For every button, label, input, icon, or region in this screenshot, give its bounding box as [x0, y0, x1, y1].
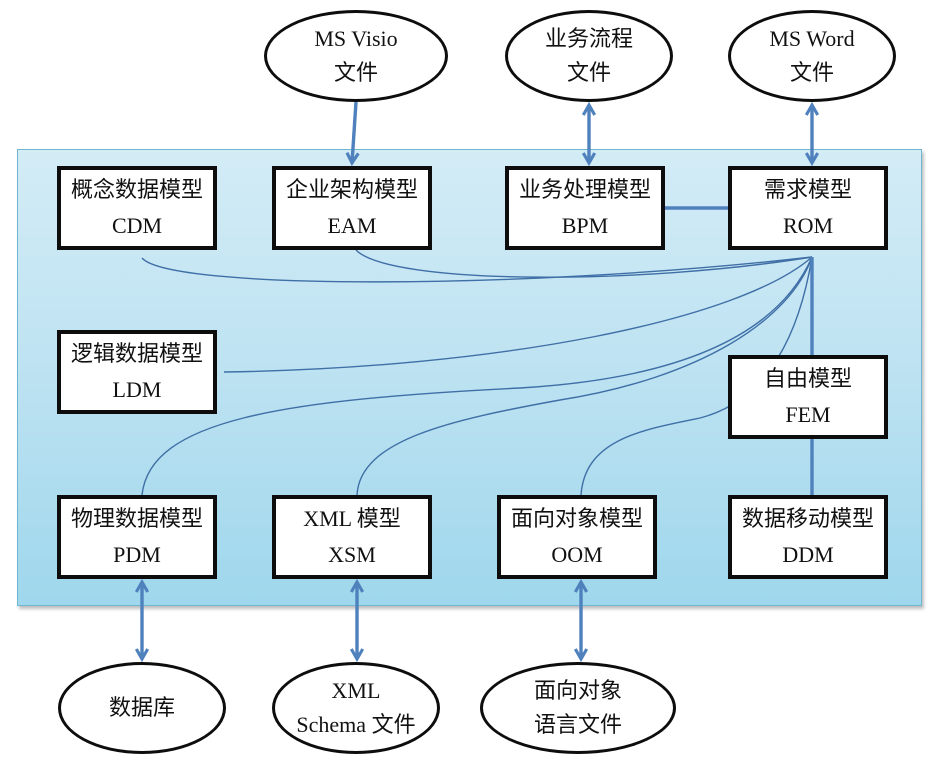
model-name: 逻辑数据模型	[70, 341, 203, 366]
file-label-line1: MS Word	[769, 26, 855, 51]
file-node-database[interactable]: 数据库	[58, 662, 226, 754]
file-label-line1: XML	[331, 678, 381, 703]
curve-connector-rom-oom	[580, 256, 813, 496]
model-box-bpm[interactable]: 业务处理模型 BPM	[505, 166, 665, 250]
model-abbr: OOM	[551, 542, 603, 567]
file-label-line2: 语言文件	[533, 712, 622, 737]
model-name: XML 模型	[303, 506, 401, 531]
file-label-line1: 数据库	[108, 695, 175, 720]
curve-connector-rom-pdm	[141, 256, 813, 496]
model-box-ldm[interactable]: 逻辑数据模型 LDM	[57, 330, 217, 414]
model-box-xsm[interactable]: XML 模型 XSM	[272, 495, 432, 579]
file-label-line1: 业务流程	[544, 26, 633, 51]
model-box-rom[interactable]: 需求模型 ROM	[728, 166, 888, 250]
file-label-line2: 文件	[566, 60, 611, 85]
file-node-xml-schema[interactable]: XML Schema 文件	[272, 662, 440, 754]
model-name: 数据移动模型	[741, 506, 874, 531]
model-abbr: BPM	[561, 213, 609, 238]
file-node-ms-visio[interactable]: MS Visio 文件	[264, 10, 448, 102]
model-name: 物理数据模型	[70, 506, 203, 531]
arrow-connector-visio-eam	[352, 101, 356, 163]
model-abbr: DDM	[782, 542, 834, 567]
file-label-line1: 面向对象	[533, 678, 622, 703]
model-name: 企业架构模型	[285, 177, 418, 202]
file-label-line2: 文件	[333, 60, 378, 85]
file-label-line1: MS Visio	[314, 26, 398, 51]
model-box-ddm[interactable]: 数据移动模型 DDM	[728, 495, 888, 579]
model-name: 需求模型	[763, 177, 852, 202]
model-abbr: ROM	[782, 213, 834, 238]
model-abbr: XSM	[328, 542, 376, 567]
file-label-line2: 文件	[789, 60, 834, 85]
model-box-oom[interactable]: 面向对象模型 OOM	[497, 495, 657, 579]
file-node-ms-word[interactable]: MS Word 文件	[728, 10, 896, 102]
curve-connector-rom-ldm	[223, 256, 813, 373]
model-name: 业务处理模型	[518, 177, 651, 202]
model-box-eam[interactable]: 企业架构模型 EAM	[272, 166, 432, 250]
file-label-line2: Schema 文件	[296, 712, 416, 737]
model-abbr: CDM	[111, 213, 163, 238]
file-node-business-process[interactable]: 业务流程 文件	[505, 10, 673, 102]
model-box-pdm[interactable]: 物理数据模型 PDM	[57, 495, 217, 579]
model-abbr: FEM	[785, 402, 831, 427]
model-abbr: EAM	[327, 213, 377, 238]
curve-connector-rom-xsm	[356, 256, 813, 496]
model-box-cdm[interactable]: 概念数据模型 CDM	[57, 166, 217, 250]
file-node-oo-language[interactable]: 面向对象 语言文件	[480, 662, 676, 754]
model-box-fem[interactable]: 自由模型 FEM	[728, 355, 888, 439]
model-name: 自由模型	[763, 366, 852, 391]
curve-connector-rom-cdm	[141, 256, 813, 283]
model-name: 面向对象模型	[510, 506, 643, 531]
model-abbr: PDM	[113, 542, 161, 567]
model-abbr: LDM	[112, 377, 162, 402]
curve-connector-rom-eam	[355, 249, 813, 278]
model-name: 概念数据模型	[70, 177, 203, 202]
